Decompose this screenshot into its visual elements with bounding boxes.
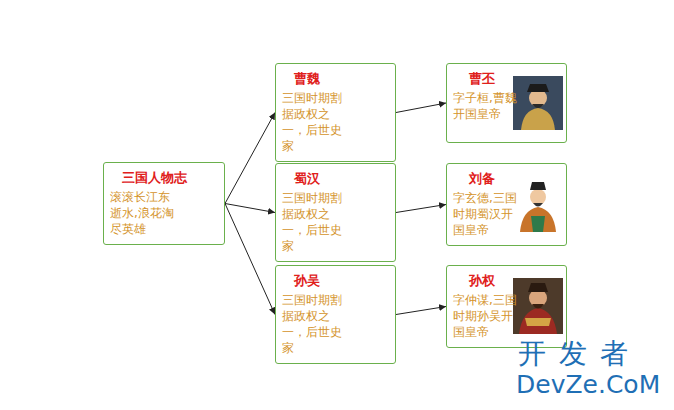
box-text: 滚滚长江东逝水,浪花淘尽英雄 <box>110 189 178 237</box>
box-text: 字玄德,三国时期蜀汉开国皇帝 <box>453 190 517 238</box>
box-text: 字仲谋,三国时期孙吴开国皇帝 <box>453 292 517 340</box>
arrow-connector <box>225 113 275 204</box>
text-box: 刘备字玄德,三国时期蜀汉开国皇帝 <box>446 163 567 246</box>
box-title: 三国人物志 <box>122 169 219 187</box>
box-title: 曹魏 <box>294 70 390 88</box>
arrow-connector <box>396 103 446 113</box>
arrow-connector <box>396 205 446 213</box>
watermark: DevZe.CoM <box>516 372 660 397</box>
box-text: 三国时期割据政权之一，后世史家 <box>282 190 346 254</box>
portrait-image <box>513 176 563 232</box>
portrait-image <box>513 76 563 132</box>
text-box: 曹魏三国时期割据政权之一，后世史家 <box>275 63 396 162</box>
arrow-connector <box>225 204 275 213</box>
text-box: 三国人物志滚滚长江东逝水,浪花淘尽英雄 <box>103 162 225 245</box>
box-text: 字子桓,曹魏开国皇帝 <box>453 90 517 122</box>
box-text: 三国时期割据政权之一，后世史家 <box>282 292 346 356</box>
text-box: 蜀汉三国时期割据政权之一，后世史家 <box>275 163 396 262</box>
text-box: 曹丕字子桓,曹魏开国皇帝 <box>446 63 567 143</box>
text-box: 孙权字仲谋,三国时期孙吴开国皇帝 <box>446 265 567 348</box>
box-title: 孙吴 <box>294 272 390 290</box>
box-title: 孙权 <box>469 272 561 290</box>
arrow-connector <box>225 204 275 315</box>
box-title: 蜀汉 <box>294 170 390 188</box>
watermark: 开 发 者 <box>518 340 630 368</box>
portrait-image <box>513 278 563 334</box>
box-title: 刘备 <box>469 170 561 188</box>
arrow-connector <box>396 307 446 315</box>
box-title: 曹丕 <box>469 70 561 88</box>
text-box: 孙吴三国时期割据政权之一，后世史家 <box>275 265 396 364</box>
box-text: 三国时期割据政权之一，后世史家 <box>282 90 346 154</box>
